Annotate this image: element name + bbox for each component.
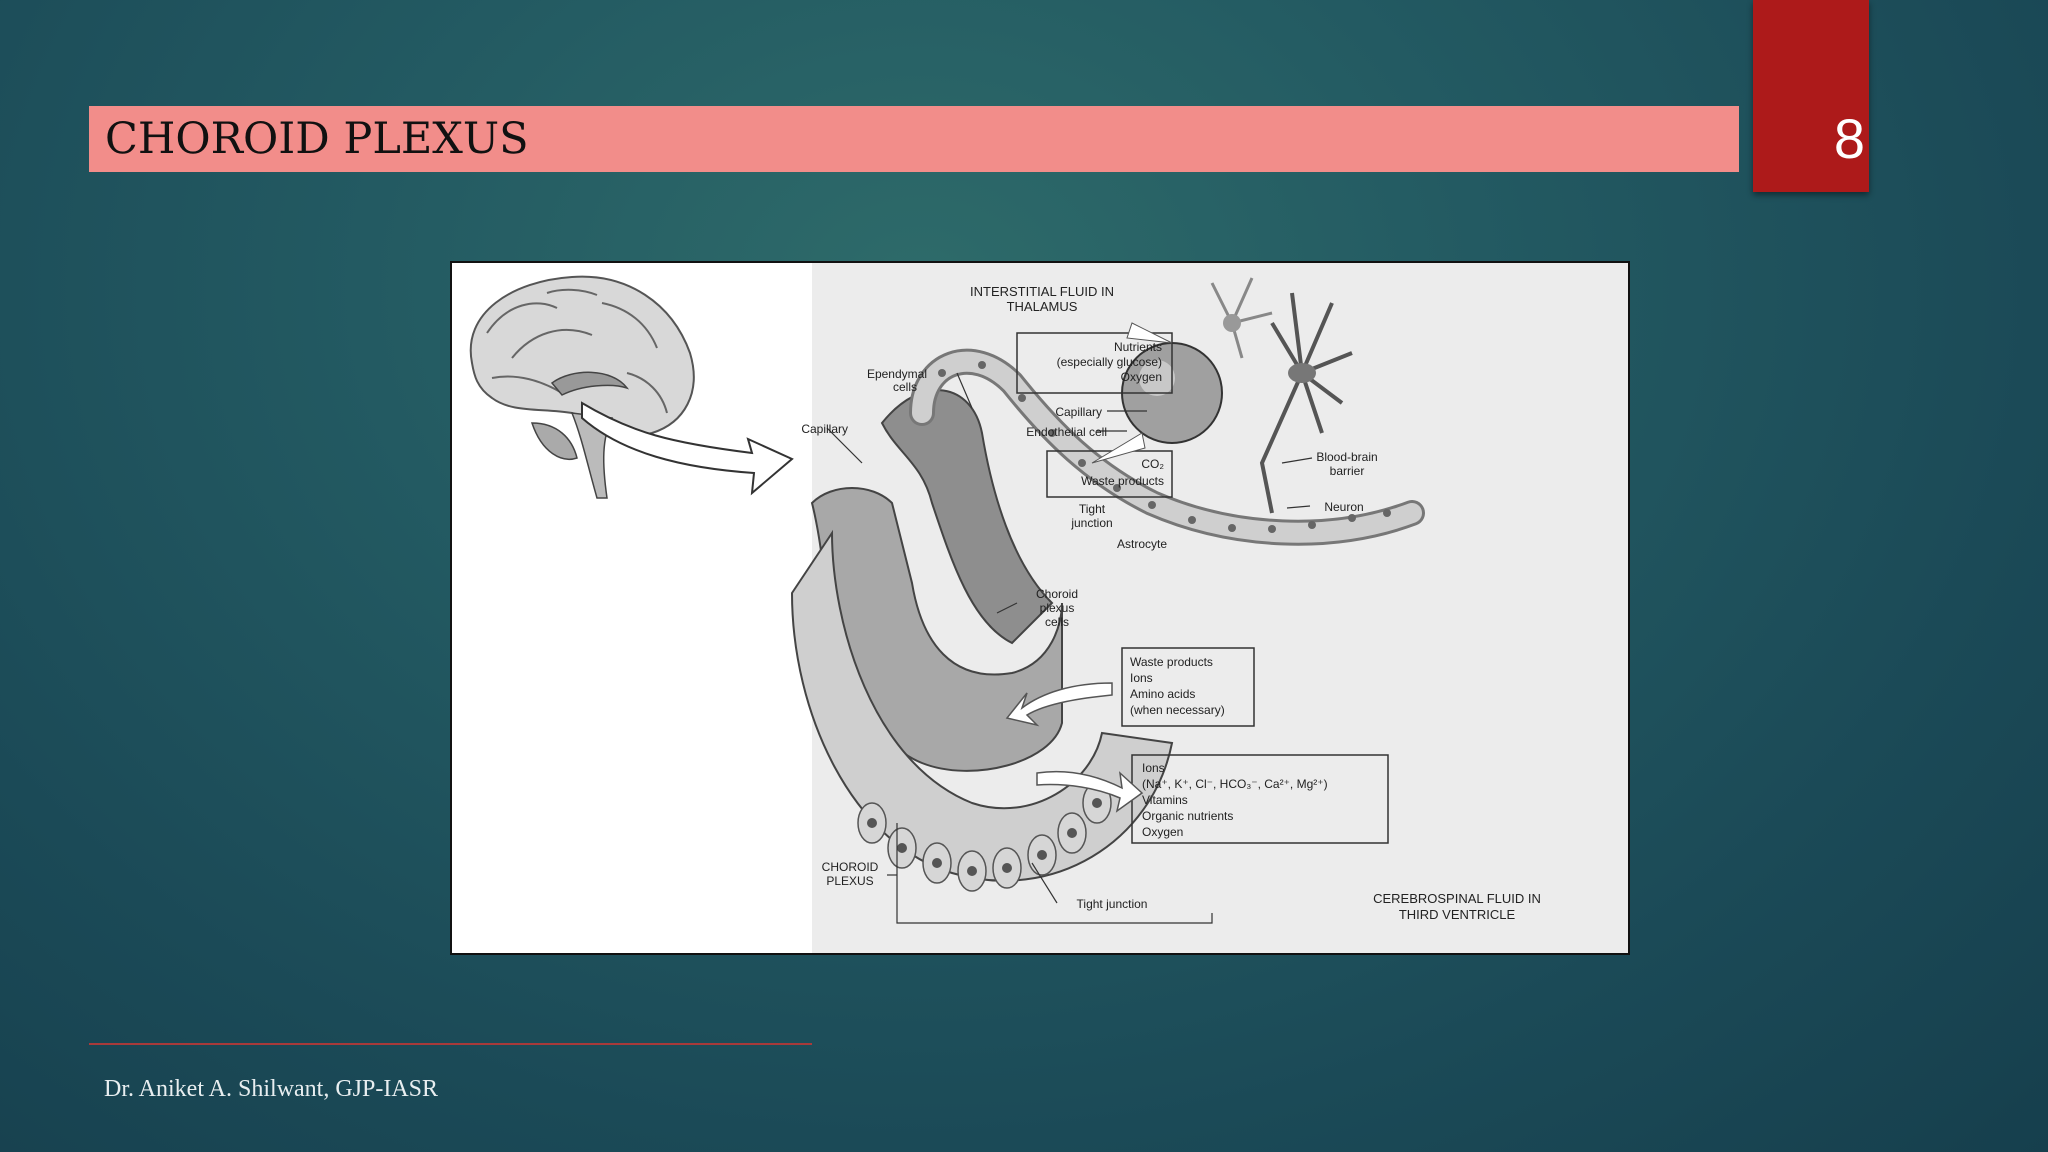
slide-title: CHOROID PLEXUS: [105, 114, 529, 164]
choroid-plexus-label-line2: PLEXUS: [826, 874, 873, 888]
title-bar: CHOROID PLEXUS: [89, 106, 1739, 172]
co2-label: CO₂: [1141, 457, 1164, 471]
bbb-label-line1: Blood-brain: [1316, 450, 1377, 464]
ions-box-line1: Ions: [1142, 761, 1165, 775]
tight-junction-top-line2: junction: [1070, 516, 1112, 530]
slide-number: 8: [1833, 107, 1865, 170]
ependymal-label-line2: cells: [893, 380, 917, 394]
waste-box-line4: (when necessary): [1130, 703, 1225, 717]
choroid-cells-line3: cells: [1045, 615, 1069, 629]
bottom-label-line1: CEREBROSPINAL FLUID IN: [1373, 891, 1541, 906]
choroid-plexus-figure: INTERSTITIAL FLUID IN THALAMUS Ependymal…: [450, 261, 1630, 955]
capillary-right-label: Capillary: [1055, 405, 1102, 419]
waste-box-line2: Ions: [1130, 671, 1153, 685]
tight-junction-bottom-label: Tight junction: [1077, 897, 1148, 911]
ependymal-layer: [909, 348, 1425, 546]
bbb-label-line2: barrier: [1330, 464, 1365, 478]
ions-box-line2: (Na⁺, K⁺, Cl⁻, HCO₃⁻, Ca²⁺, Mg²⁺): [1142, 777, 1328, 791]
waste-products-label: Waste products: [1081, 474, 1164, 488]
waste-box-line3: Amino acids: [1130, 687, 1195, 701]
footer-author: Dr. Aniket A. Shilwant, GJP-IASR: [104, 1076, 439, 1102]
top-label-line2: THALAMUS: [1007, 299, 1078, 314]
waste-box-line1: Waste products: [1130, 655, 1213, 669]
ions-box-line5: Oxygen: [1142, 825, 1183, 839]
choroid-plexus-label-line1: CHOROID: [822, 860, 879, 874]
leader-lines: [826, 372, 1313, 924]
brain-illustration: [469, 275, 794, 499]
bottom-label-line2: THIRD VENTRICLE: [1399, 907, 1516, 922]
ependymal-label-line1: Ependymal: [867, 367, 927, 381]
slide-number-tab: 8: [1753, 0, 1869, 192]
diagram-labels: INTERSTITIAL FLUID IN THALAMUS Ependymal…: [801, 284, 1541, 922]
endothelial-label: Endothelial cell: [1026, 425, 1107, 439]
choroid-cells-line1: Choroid: [1036, 587, 1078, 601]
neuron-label: Neuron: [1324, 500, 1363, 514]
choroid-plexus-fold: [790, 389, 1174, 892]
astrocyte-label: Astrocyte: [1117, 537, 1167, 551]
diagram-svg: INTERSTITIAL FLUID IN THALAMUS Ependymal…: [452, 263, 1628, 953]
footer-divider: [89, 1043, 812, 1045]
top-label-line1: INTERSTITIAL FLUID IN: [970, 284, 1114, 299]
ions-box-line4: Organic nutrients: [1142, 809, 1233, 823]
capillary-left-label: Capillary: [801, 422, 848, 436]
nutrients-line3: Oxygen: [1121, 370, 1162, 384]
nutrients-line1: Nutrients: [1114, 340, 1162, 354]
tight-junction-top-line1: Tight: [1079, 502, 1106, 516]
choroid-cells-line2: plexus: [1040, 601, 1075, 615]
flow-arrows: [1005, 322, 1173, 813]
ions-box-line3: Vitamins: [1142, 793, 1188, 807]
nutrients-line2: (especially glucose): [1057, 355, 1162, 369]
